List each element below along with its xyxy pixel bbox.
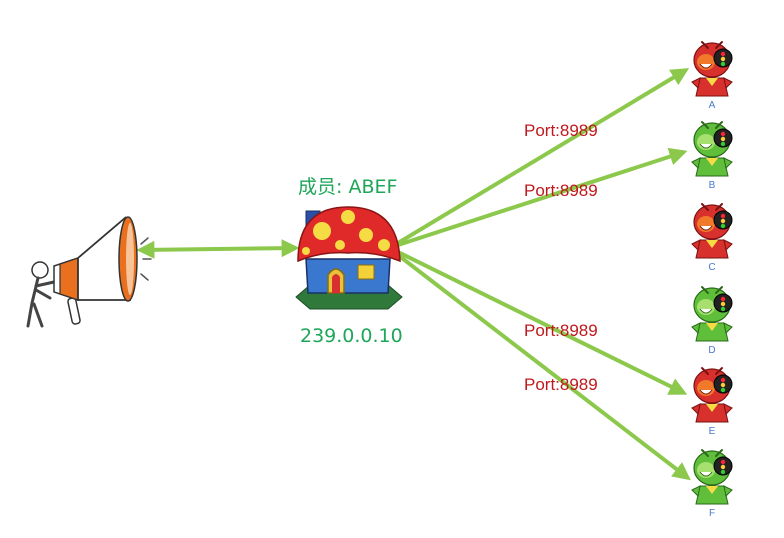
member-letter-a: A bbox=[708, 100, 716, 111]
port-label-f: Port:8989 bbox=[524, 375, 598, 394]
port-label-e: Port:8989 bbox=[524, 321, 598, 340]
member-letter-e: E bbox=[708, 426, 716, 437]
port-label-a: Port:8989 bbox=[524, 121, 598, 140]
arrow-megaphone-house bbox=[136, 239, 300, 259]
member-character-icon bbox=[691, 41, 733, 97]
member-letter-c: C bbox=[708, 262, 716, 273]
port-label-b: Port:8989 bbox=[524, 181, 598, 200]
group-address: 239.0.0.10 bbox=[300, 325, 403, 347]
member-character-icon bbox=[691, 286, 733, 342]
group-members-label: 成员: ABEF bbox=[298, 176, 398, 198]
arrow-to-member-b bbox=[397, 147, 688, 247]
arrow-to-member-f bbox=[396, 253, 691, 481]
member-character-icon bbox=[691, 203, 733, 259]
mushroom-house-icon bbox=[295, 206, 403, 310]
arrow-to-member-a bbox=[396, 68, 690, 245]
member-letter-d: D bbox=[708, 345, 716, 356]
member-character-icon bbox=[691, 449, 733, 505]
arrow-to-member-e bbox=[397, 250, 688, 395]
member-character-icon bbox=[691, 367, 733, 423]
member-letter-b: B bbox=[708, 180, 716, 191]
megaphone-icon bbox=[26, 216, 152, 328]
member-letter-f: F bbox=[708, 508, 716, 519]
member-character-icon bbox=[691, 121, 733, 177]
